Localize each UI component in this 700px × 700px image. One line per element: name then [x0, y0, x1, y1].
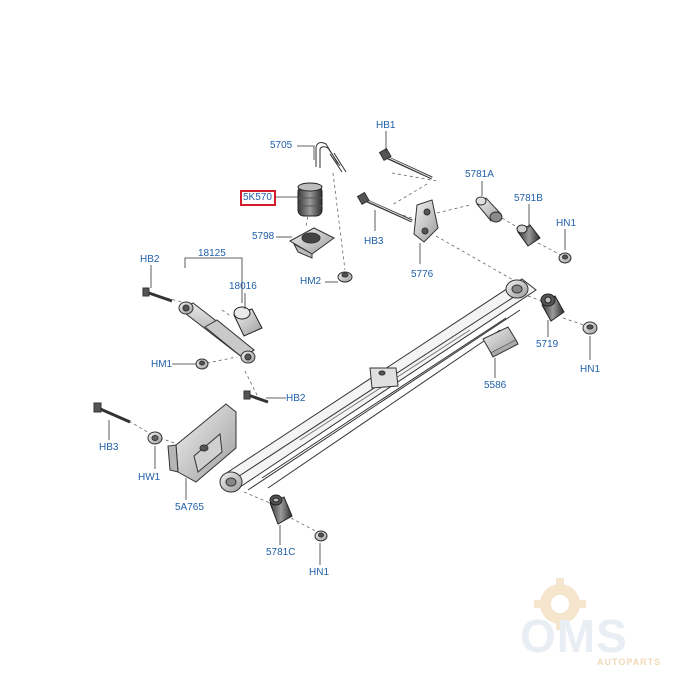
callout-hb1-top: HB1: [376, 120, 396, 131]
bushing-5719: [540, 293, 565, 322]
shock-absorber-18125: [178, 301, 256, 364]
jounce-bumper-5k570: [297, 182, 323, 217]
callout-5781c: 5781C: [266, 547, 296, 558]
callout-5k570: 5K570: [243, 192, 272, 203]
bushing-5781b: [516, 224, 541, 247]
bolt-hb2-left: [142, 287, 173, 303]
callout-18016: 18016: [229, 281, 257, 292]
callout-5798: 5798: [252, 231, 275, 242]
nut-hn1-right: [558, 252, 572, 264]
callout-5a765: 5A765: [175, 502, 204, 513]
shackle-5776: [413, 199, 439, 243]
callout-hb3-top: HB3: [364, 236, 384, 247]
nut-hn1-bottom: [314, 530, 328, 542]
callout-hm1: HM1: [151, 359, 173, 370]
callout-5781b: 5781B: [514, 193, 543, 204]
bushing-5781a: [475, 196, 503, 223]
highlight-box: [240, 190, 276, 206]
callout-5719: 5719: [536, 339, 559, 350]
bolt-hb2-mid: [243, 390, 269, 404]
watermark-subtitle: AUTOPARTS: [597, 657, 662, 667]
leader-lines: [108, 131, 591, 565]
callout-5705: 5705: [270, 140, 293, 151]
bushing-18016: [233, 306, 263, 337]
bolt-hb3-left: [93, 402, 131, 424]
callout-hn1-lower-right: HN1: [580, 364, 601, 375]
callout-hb3-left: HB3: [99, 442, 119, 453]
callout-5781a: 5781A: [465, 169, 494, 180]
callout-5776: 5776: [411, 269, 434, 280]
callout-18125: 18125: [198, 248, 226, 259]
callout-hb2-left: HB2: [140, 254, 160, 265]
bolt-hb1: [378, 147, 433, 180]
nut-hm1: [195, 358, 209, 370]
callout-hw1: HW1: [138, 472, 161, 483]
callout-5586: 5586: [484, 380, 507, 391]
callout-hm2: HM2: [300, 276, 322, 287]
nut-hn1-lower-right: [582, 321, 598, 335]
bolt-hb3-upper: [356, 191, 413, 223]
callout-hn1-right: HN1: [556, 218, 577, 229]
bushing-5781c: [269, 494, 293, 525]
pad-5586: [482, 326, 519, 358]
bumper-bracket-5798: [288, 227, 335, 259]
washer-hw1: [147, 431, 163, 445]
callout-hn1-bottom: HN1: [309, 567, 330, 578]
nut-hm2: [337, 271, 353, 283]
u-bolt-5705: [315, 142, 347, 173]
hanger-bracket-5a765: [167, 403, 237, 483]
callout-hb2-mid: HB2: [286, 393, 306, 404]
leaf-spring: [219, 278, 537, 493]
watermark-logo: OMS: [520, 610, 628, 662]
